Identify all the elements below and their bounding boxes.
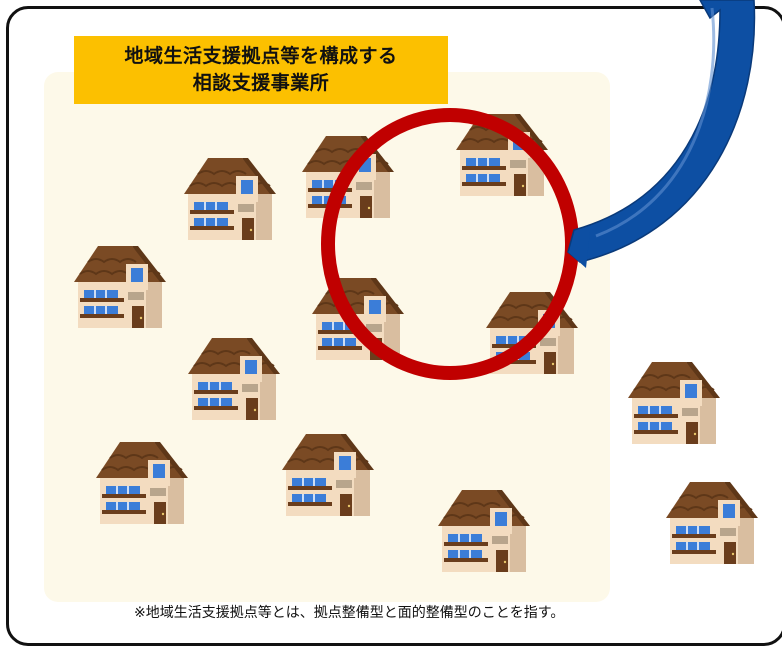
house-icon bbox=[95, 441, 189, 525]
house-icon bbox=[187, 337, 281, 421]
title-line-2: 相談支援事業所 bbox=[192, 72, 330, 94]
house-icon bbox=[183, 157, 277, 241]
house-icon bbox=[627, 361, 721, 445]
house-icon bbox=[281, 433, 375, 517]
title-line-1: 地域生活支援拠点等を構成する bbox=[124, 45, 398, 67]
house-icon bbox=[73, 245, 167, 329]
title-box: 地域生活支援拠点等を構成する 相談支援事業所 bbox=[74, 36, 448, 104]
house-icon bbox=[437, 489, 531, 573]
footnote: ※地域生活支援拠点等とは、拠点整備型と面的整備型のことを指す。 bbox=[134, 605, 565, 621]
house-icon bbox=[665, 481, 759, 565]
ring-icon bbox=[321, 108, 579, 380]
curved-arrow-icon bbox=[567, 0, 756, 263]
